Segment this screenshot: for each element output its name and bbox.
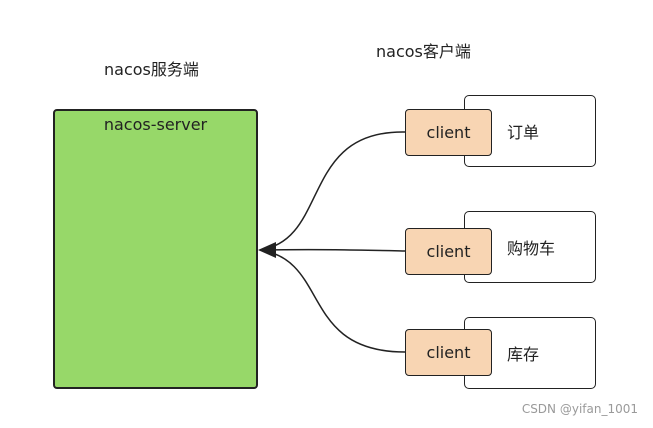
watermark: CSDN @yifan_1001 (521, 402, 638, 416)
nacos-server-title: nacos-server (103, 115, 208, 134)
service-label-stock: 库存 (507, 345, 540, 364)
nacos-server-box: nacos-server (53, 109, 258, 389)
client-section-label: nacos客户端 (376, 42, 471, 61)
client-box-stock: client (405, 329, 492, 376)
arrow-head-icon (258, 242, 276, 258)
service-label-order: 订单 (507, 123, 540, 142)
connector-stock (259, 249, 406, 353)
client-box-order: client (405, 109, 492, 156)
server-section-label: nacos服务端 (104, 60, 199, 79)
service-box-stock: 库存 (464, 317, 596, 389)
connector-order (259, 131, 406, 251)
service-label-cart: 购物车 (507, 239, 556, 258)
client-box-cart: client (405, 228, 492, 275)
connector-cart (259, 248, 406, 252)
